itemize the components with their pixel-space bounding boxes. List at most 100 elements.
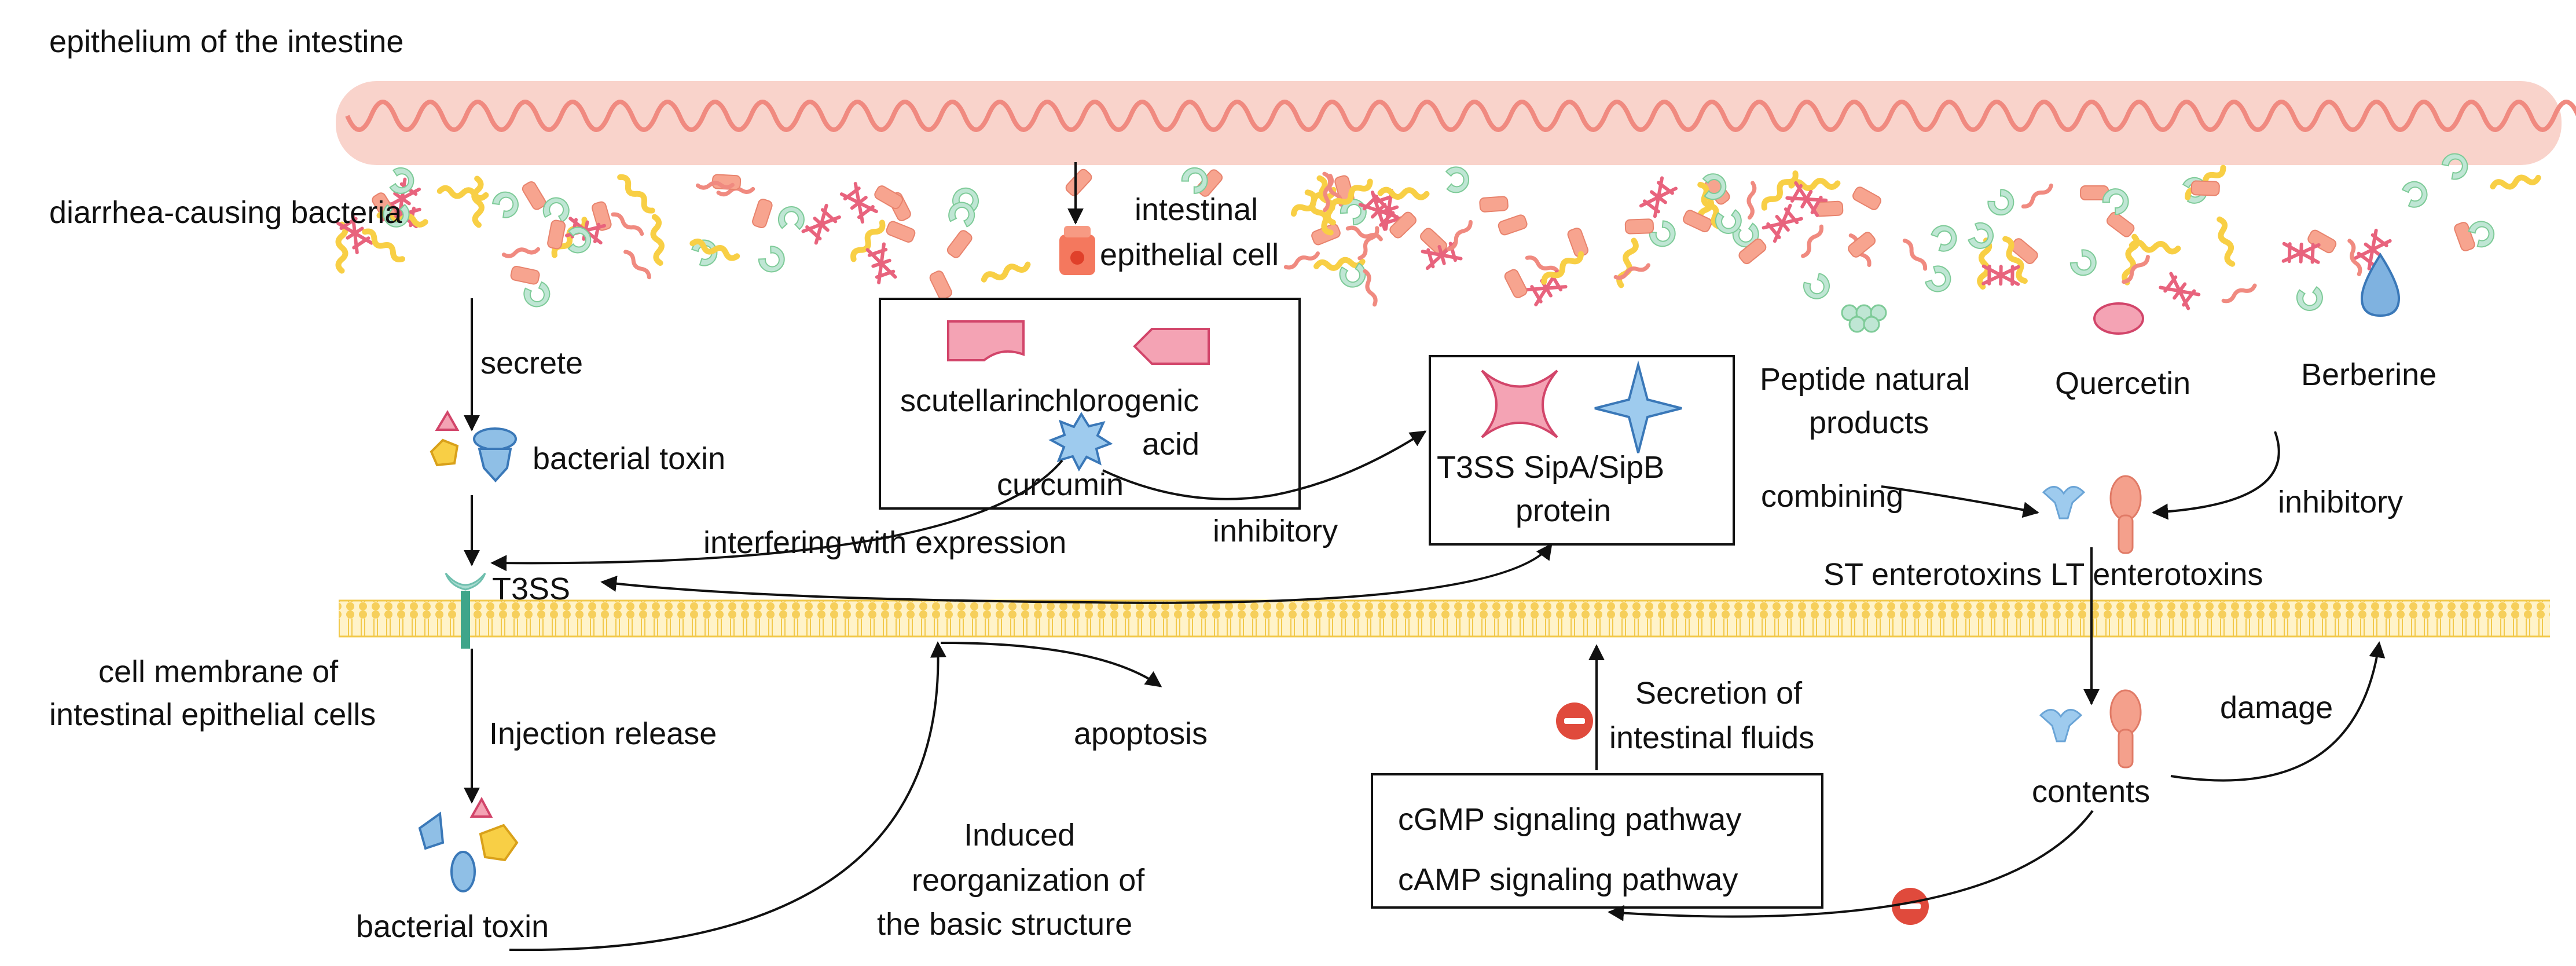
spirillum-bacterium-icon [1697,181,1723,230]
helix-bacterium-icon [1981,264,2020,286]
coccus-bacterium-icon [777,206,805,230]
arrow-induced [509,641,946,952]
rod-bacterium-icon [2190,180,2220,196]
coccus-bacterium-icon [758,246,785,273]
induced-label-3: the basic structure [877,907,1132,942]
rod-bacterium-icon [1683,210,1712,233]
rod-bacterium-icon [547,219,566,250]
worm-bacterium-icon [611,212,644,236]
spirillum-bacterium-icon [1788,178,1841,192]
spirillum-bacterium-icon [689,238,740,261]
st-enterotoxin-contents-icon [2039,709,2083,742]
helix-bacterium-icon [336,212,373,254]
coccus-bacterium-icon [389,167,414,194]
signaling-pathway-box: cGMP signaling pathway cAMP signaling pa… [1371,773,1823,909]
helix-bacterium-icon [1358,191,1399,231]
spirillum-bacterium-icon [436,185,489,202]
coccus-bacterium-icon [691,239,718,266]
arrow-contents-to-pathway [1608,810,2094,921]
intestinal-epithelial-cell-icon [1059,226,1095,275]
curcumin-label: curcumin [997,467,1124,502]
arrow-curcumin-to-t3ss-box [1102,430,1427,500]
rod-bacterium-icon [1479,196,1509,213]
worm-bacterium-icon [1613,263,1651,280]
scutellarin-label: scutellarin [900,383,1041,418]
worm-bacterium-icon [1902,239,1928,271]
coccus-bacterium-icon [1649,220,1676,247]
worm-bacterium-icon [2122,254,2150,284]
spirillum-bacterium-icon [335,221,348,274]
arrows [464,162,2386,952]
spirillum-bacterium-icon [1541,251,1584,285]
spirillum-bacterium-icon [471,175,485,228]
helix-bacterium-icon [1762,203,1803,243]
rod-bacterium-icon [592,201,612,231]
spirillum-bacterium-icon [362,228,406,262]
worm-bacterium-icon [623,250,651,280]
rod-bacterium-icon [1852,186,1881,210]
worm-bacterium-icon [1283,251,1320,270]
spirillum-bacterium-icon [2217,216,2236,267]
coccus-bacterium-icon [2468,221,2495,248]
helix-bacterium-icon [2281,241,2321,264]
coccus-bacterium-icon [1445,166,1470,193]
inhibitory-mid-label: inhibitory [1213,514,1338,548]
worm-bacterium-icon [1447,219,1473,251]
arrow-berberine-inhibitory [2152,431,2280,520]
lt-enterotoxin-icon [2109,475,2142,554]
rod-bacterium-icon [2106,211,2135,237]
peptide-label-2: products [1809,405,1929,440]
intestinal-epithelium-band [336,81,2576,165]
spirillum-bacterium-icon [981,261,1031,283]
bacterial-toxin-top-icons [430,410,517,482]
chlorogenic-label-1: chlorogenic [1039,383,1199,418]
injection-release-label: Injection release [489,716,717,751]
rod-bacterium-icon [2307,229,2337,254]
quercetin-label: Quercetin [2055,366,2190,401]
camp-label: cAMP signaling pathway [1398,862,1738,897]
helix-bacterium-icon [839,182,878,224]
spirillum-bacterium-icon [2122,233,2140,286]
rod-bacterium-icon [929,270,952,300]
worm-bacterium-icon [1357,226,1379,261]
rod-bacterium-icon [1498,214,1528,236]
cell-membrane-label-1: cell membrane of [98,654,339,689]
helix-bacterium-icon [1639,176,1678,218]
rod-bacterium-icon [886,221,916,243]
worm-bacterium-icon [501,247,541,258]
rod-bacterium-icon [1848,232,1876,258]
cell-membrane-band [339,599,2550,638]
apoptosis-label: apoptosis [1074,716,1208,751]
rod-bacterium-icon [874,185,904,210]
combining-label: combining [1761,479,1903,514]
coccus-bacterium-icon [2102,188,2129,215]
t3ss-protein-box: T3SS SipA/SipB protein [1429,355,1735,546]
arrow-apoptosis [940,642,1162,687]
coccus-bacterium-icon [2441,153,2468,180]
t3ss-box-label-2: protein [1515,493,1611,528]
coccus-bacterium-icon [1987,189,2014,216]
bacterial-toxin-bottom-icons [418,796,519,892]
bacterial-toxin-top-label: bacterial toxin [533,441,725,476]
induced-label-1: Induced [964,818,1075,852]
inhibit-icon-pathway [1892,888,1929,925]
arrow-combining [1881,485,2039,518]
peptide-icon [1841,304,1887,333]
quercetin-icon [2093,302,2144,335]
spirillum-bacterium-icon [1329,178,1373,211]
t3ss-box-label-1: T3SS SipA/SipB [1437,450,1664,485]
spirillum-bacterium-icon [2129,239,2181,255]
rod-bacterium-icon [1738,238,1767,265]
diarrhea-bacteria-label: diarrhea-causing bacteria [49,195,402,230]
rod-bacterium-icon [946,230,973,258]
helix-bacterium-icon [1373,189,1404,231]
cell-membrane-label-2: intestinal epithelial cells [49,697,376,732]
spirillum-bacterium-icon [1977,237,1992,290]
secrete-label: secrete [480,346,583,380]
coccus-bacterium-icon [1968,222,1994,249]
spirillum-bacterium-icon [1313,257,1366,271]
st-lt-enterotoxins-label: ST enterotoxins LT enterotoxins [1823,557,2263,592]
spirillum-bacterium-icon [2490,174,2541,190]
berberine-label: Berberine [2301,357,2436,392]
spirillum-bacterium-icon [1304,189,1334,236]
